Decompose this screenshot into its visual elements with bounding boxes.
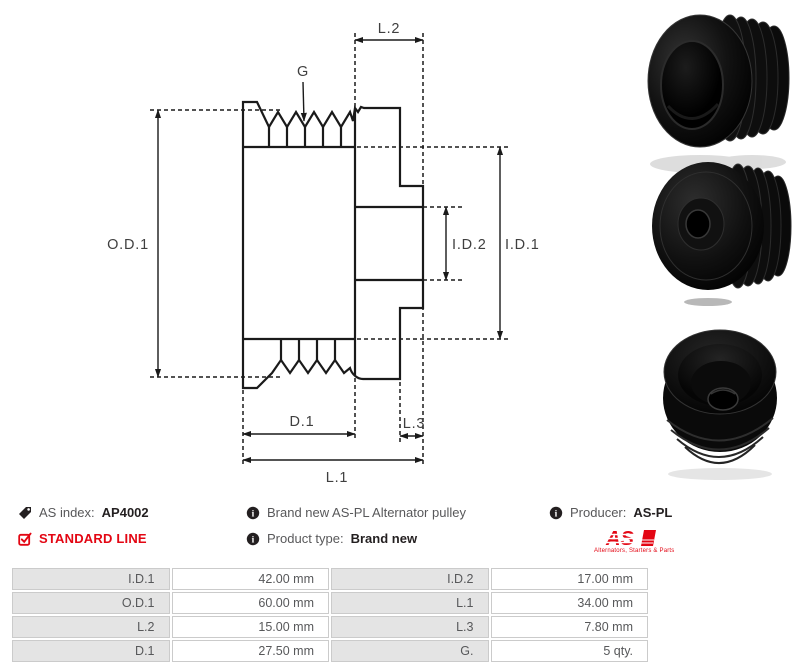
photo-reflection <box>684 298 732 306</box>
spec-value: 5 qty. <box>490 640 648 662</box>
info-column-right: i Producer: AS-PL AS Alternators, Starte… <box>549 505 675 554</box>
table-row: D.1 27.50 mm G. 5 qty. <box>12 640 648 662</box>
dim-label-d1: D.1 <box>290 414 315 430</box>
as-index-row: AS index: AP4002 <box>18 505 149 520</box>
spec-label: G. <box>331 640 489 662</box>
product-photo-side[interactable] <box>640 156 800 308</box>
spec-value: 42.00 mm <box>171 568 329 590</box>
photo-shadow <box>668 468 772 480</box>
table-row: L.2 15.00 mm L.3 7.80 mm <box>12 616 648 638</box>
logo-tagline: Alternators, Starters & Parts <box>594 548 675 554</box>
producer-label: Producer: <box>570 505 627 520</box>
product-type-row: i Product type: Brand new <box>246 531 466 546</box>
as-pl-logo: AS Alternators, Starters & Parts <box>594 528 675 554</box>
description-row: i Brand new AS-PL Alternator pulley <box>246 505 466 520</box>
as-index-label: AS index: <box>39 505 95 520</box>
info-icon: i <box>246 506 260 520</box>
pulley-photo-3 <box>663 329 777 480</box>
table-row: O.D.1 60.00 mm L.1 34.00 mm <box>12 592 648 614</box>
producer-value: AS-PL <box>633 505 673 520</box>
info-icon: i <box>246 532 260 546</box>
spec-label: L.3 <box>331 616 489 638</box>
spec-value: 17.00 mm <box>490 568 648 590</box>
extension-lines <box>150 33 510 466</box>
dim-label-id2: I.D.2 <box>452 237 487 253</box>
standard-line-badge: STANDARD LINE <box>39 531 147 546</box>
spec-value: 27.50 mm <box>171 640 329 662</box>
pulley-photo-2 <box>652 162 792 306</box>
spec-value: 60.00 mm <box>171 592 329 614</box>
pulley-cross-section: L.2 G O.D.1 I.D.2 I.D.1 D.1 L.3 L.1 <box>107 21 540 486</box>
producer-row: i Producer: AS-PL <box>549 505 672 520</box>
spec-label: I.D.1 <box>12 568 170 590</box>
dim-label-l3: L.3 <box>403 416 426 432</box>
pulley-photo-1 <box>647 14 790 173</box>
info-column-middle: i Brand new AS-PL Alternator pulley i Pr… <box>246 505 466 546</box>
dim-label-l1: L.1 <box>326 470 349 486</box>
dimension-arrows <box>154 36 504 464</box>
checkbox-checked-icon <box>18 532 32 546</box>
spec-label: L.1 <box>331 592 489 614</box>
svg-text:i: i <box>252 535 255 545</box>
spec-value: 34.00 mm <box>490 592 648 614</box>
svg-text:i: i <box>252 509 255 519</box>
standard-line-row: STANDARD LINE <box>18 531 149 546</box>
product-photo-rear[interactable] <box>645 310 795 482</box>
spec-label: L.2 <box>12 616 170 638</box>
technical-drawing: L.2 G O.D.1 I.D.2 I.D.1 D.1 L.3 L.1 <box>107 21 540 486</box>
product-type-value: Brand new <box>350 531 418 546</box>
spec-value: 15.00 mm <box>171 616 329 638</box>
dim-label-id1: I.D.1 <box>505 237 540 253</box>
as-index-value: AP4002 <box>101 505 149 520</box>
dim-label-l2: L.2 <box>378 21 401 37</box>
tag-icon <box>18 506 32 520</box>
spec-label: I.D.2 <box>331 568 489 590</box>
product-type-label: Product type: <box>267 531 344 546</box>
dim-label-g: G <box>297 64 309 80</box>
info-column-left: AS index: AP4002 STANDARD LINE <box>18 505 149 546</box>
product-description: Brand new AS-PL Alternator pulley <box>267 505 466 520</box>
info-icon: i <box>549 506 563 520</box>
dim-label-od1: O.D.1 <box>107 237 149 253</box>
product-photo-angled[interactable] <box>640 6 800 174</box>
svg-text:i: i <box>555 509 558 519</box>
spec-label: D.1 <box>12 640 170 662</box>
spec-label: O.D.1 <box>12 592 170 614</box>
table-row: I.D.1 42.00 mm I.D.2 17.00 mm <box>12 568 648 590</box>
spec-value: 7.80 mm <box>490 616 648 638</box>
pulley-outline <box>241 100 425 390</box>
spec-table: I.D.1 42.00 mm I.D.2 17.00 mm O.D.1 60.0… <box>10 566 650 664</box>
